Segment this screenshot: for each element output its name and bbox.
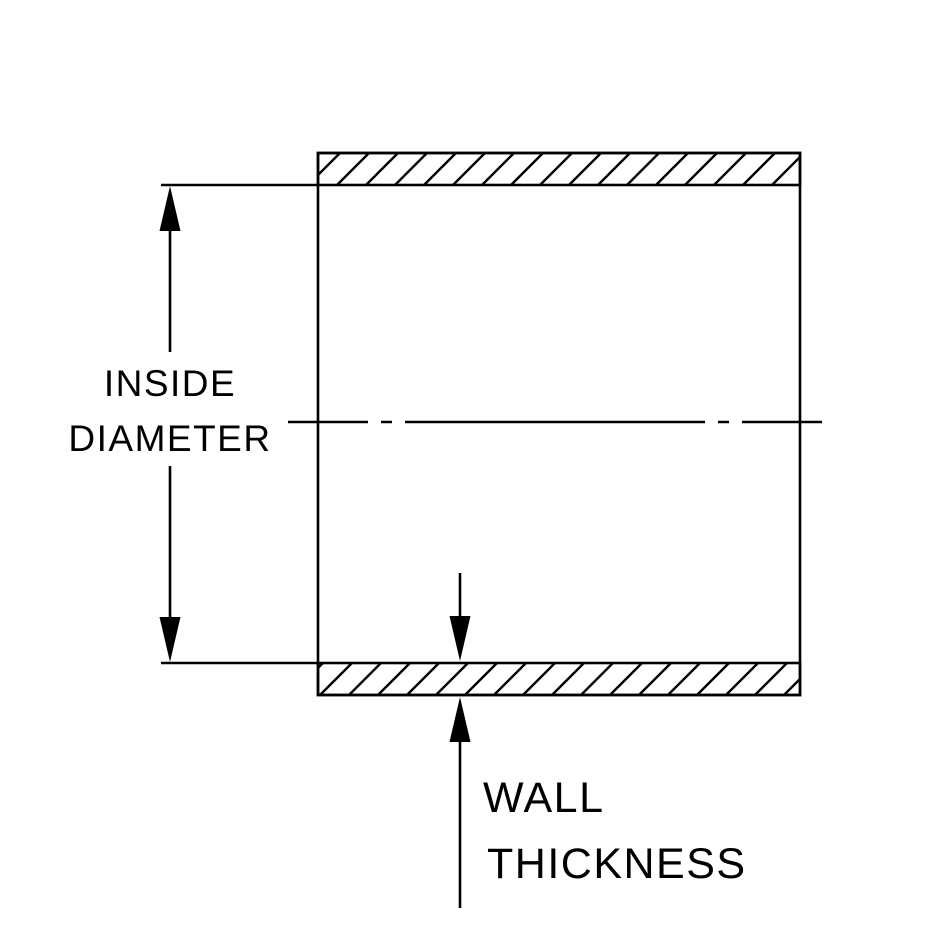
inside-diameter-label-line2: DIAMETER (68, 418, 271, 459)
linework (161, 151, 824, 908)
inside-diameter-top-arrowhead (159, 186, 181, 231)
wall-thickness-label-line2: THICKNESS (487, 840, 747, 888)
wall-thickness-label-line1: WALL (483, 774, 605, 822)
hose-body-outline (316, 151, 802, 697)
top-wall (316, 151, 802, 187)
bottom-wall (316, 661, 802, 697)
wall-thickness-up-arrowhead (449, 697, 471, 742)
wall-thickness-down-arrowhead (449, 616, 471, 661)
inside-diameter-bottom-arrowhead (159, 617, 181, 662)
arrowheads-and-labels: INSIDE DIAMETER WALL THICKNESS (68, 186, 747, 888)
inside-diameter-label-line1: INSIDE (104, 363, 236, 404)
